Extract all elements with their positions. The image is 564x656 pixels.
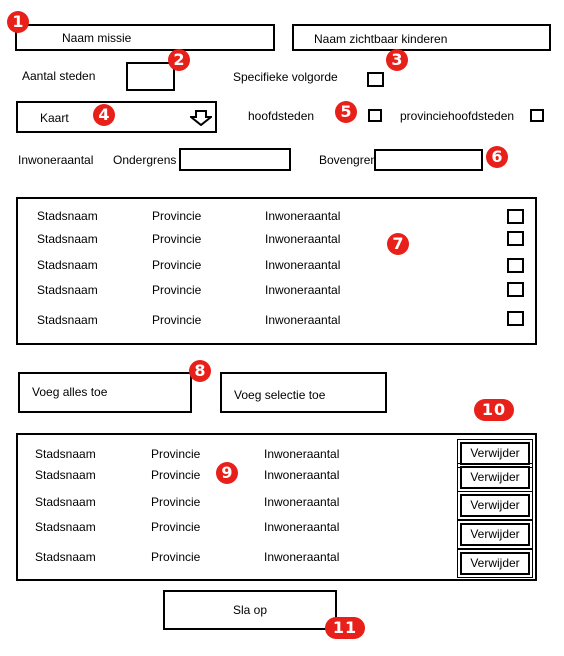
city-name: Stadsnaam bbox=[35, 468, 96, 482]
city-name: Stadsnaam bbox=[35, 447, 96, 461]
annotation-badge: 3 bbox=[386, 49, 408, 71]
mission-name-label: Naam missie bbox=[62, 31, 132, 45]
city-select-checkbox[interactable] bbox=[507, 209, 524, 224]
save-label: Sla op bbox=[232, 603, 268, 617]
remove-button[interactable]: Verwijder bbox=[457, 439, 533, 468]
city-province: Provincie bbox=[152, 313, 202, 327]
list-item[interactable]: Stadsnaam Provincie Inwoneraantal bbox=[18, 282, 535, 299]
city-province: Provincie bbox=[152, 283, 202, 297]
map-select[interactable]: Kaart bbox=[16, 101, 217, 133]
annotation-badge: 6 bbox=[486, 146, 508, 168]
list-item[interactable]: Stadsnaam Provincie Inwoneraantal Verwij… bbox=[18, 439, 535, 468]
city-count-label: Aantal steden bbox=[22, 69, 96, 83]
list-item[interactable]: Stadsnaam Provincie Inwoneraantal bbox=[18, 231, 535, 248]
city-name: Stadsnaam bbox=[37, 209, 98, 223]
annotation-badge: 2 bbox=[168, 49, 190, 71]
provincial-capitals-label: provinciehoofdsteden bbox=[400, 109, 515, 123]
city-population: Inwoneraantal bbox=[264, 468, 340, 482]
city-population: Inwoneraantal bbox=[264, 495, 340, 509]
city-population: Inwoneraantal bbox=[265, 209, 341, 223]
city-province: Provincie bbox=[151, 550, 201, 564]
add-selection-button[interactable]: Voeg selectie toe bbox=[220, 372, 387, 413]
city-select-checkbox[interactable] bbox=[507, 311, 524, 326]
city-count-input[interactable] bbox=[126, 62, 175, 91]
add-all-label: Voeg alles toe bbox=[32, 385, 108, 399]
available-cities-list[interactable]: Stadsnaam Provincie Inwoneraantal Stadsn… bbox=[16, 197, 537, 345]
list-item[interactable]: Stadsnaam Provincie Inwoneraantal bbox=[18, 258, 535, 274]
map-select-value: Kaart bbox=[40, 111, 69, 125]
city-name: Stadsnaam bbox=[35, 550, 96, 564]
city-province: Provincie bbox=[151, 468, 201, 482]
city-population: Inwoneraantal bbox=[264, 520, 340, 534]
add-selection-label: Voeg selectie toe bbox=[234, 388, 326, 402]
list-item[interactable]: Stadsnaam Provincie Inwoneraantal Verwij… bbox=[18, 463, 535, 492]
save-button[interactable]: Sla op bbox=[163, 590, 337, 630]
annotation-badge: 10 bbox=[474, 399, 514, 421]
city-province: Provincie bbox=[151, 520, 201, 534]
annotation-badge: 1 bbox=[7, 11, 29, 33]
city-name: Stadsnaam bbox=[37, 232, 98, 246]
arrow-down-icon bbox=[190, 110, 212, 126]
city-name: Stadsnaam bbox=[37, 258, 98, 272]
lower-bound-input[interactable] bbox=[179, 148, 291, 171]
provincial-capitals-checkbox[interactable] bbox=[530, 109, 544, 122]
lower-bound-label: Ondergrens bbox=[113, 153, 177, 167]
city-province: Provincie bbox=[152, 258, 202, 272]
city-name: Stadsnaam bbox=[35, 495, 96, 509]
remove-button[interactable]: Verwijder bbox=[457, 491, 533, 520]
list-item[interactable]: Stadsnaam Provincie Inwoneraantal Verwij… bbox=[18, 520, 535, 549]
annotation-badge: 8 bbox=[189, 360, 211, 382]
specific-order-checkbox[interactable] bbox=[367, 72, 384, 87]
visible-name-label: Naam zichtbaar kinderen bbox=[314, 32, 448, 46]
selected-cities-list[interactable]: Stadsnaam Provincie Inwoneraantal Verwij… bbox=[16, 433, 537, 581]
capitals-checkbox[interactable] bbox=[368, 109, 382, 122]
remove-button[interactable]: Verwijder bbox=[457, 549, 533, 578]
remove-button[interactable]: Verwijder bbox=[457, 463, 533, 492]
city-population: Inwoneraantal bbox=[265, 313, 341, 327]
city-name: Stadsnaam bbox=[35, 520, 96, 534]
list-item[interactable]: Stadsnaam Provincie Inwoneraantal Verwij… bbox=[18, 491, 535, 520]
city-population: Inwoneraantal bbox=[265, 283, 341, 297]
city-population: Inwoneraantal bbox=[265, 232, 341, 246]
annotation-badge: 4 bbox=[93, 104, 115, 126]
city-population: Inwoneraantal bbox=[264, 447, 340, 461]
city-province: Provincie bbox=[152, 232, 202, 246]
city-select-checkbox[interactable] bbox=[507, 282, 524, 297]
annotation-badge: 5 bbox=[335, 101, 357, 123]
upper-bound-label: Bovengrens bbox=[319, 153, 384, 167]
annotation-badge: 9 bbox=[216, 462, 238, 484]
population-label: Inwoneraantal bbox=[18, 153, 94, 167]
city-select-checkbox[interactable] bbox=[507, 231, 524, 246]
list-item[interactable]: Stadsnaam Provincie Inwoneraantal bbox=[18, 311, 535, 329]
specific-order-label: Specifieke volgorde bbox=[233, 70, 338, 84]
list-item[interactable]: Stadsnaam Provincie Inwoneraantal Verwij… bbox=[18, 549, 535, 578]
city-population: Inwoneraantal bbox=[264, 550, 340, 564]
city-name: Stadsnaam bbox=[37, 283, 98, 297]
remove-button[interactable]: Verwijder bbox=[457, 520, 533, 549]
city-province: Provincie bbox=[152, 209, 202, 223]
visible-name-field[interactable]: Naam zichtbaar kinderen bbox=[292, 24, 551, 51]
city-province: Provincie bbox=[151, 447, 201, 461]
annotation-badge: 11 bbox=[325, 617, 365, 639]
list-item[interactable]: Stadsnaam Provincie Inwoneraantal bbox=[18, 209, 535, 225]
city-name: Stadsnaam bbox=[37, 313, 98, 327]
city-select-checkbox[interactable] bbox=[507, 258, 524, 273]
upper-bound-input[interactable] bbox=[374, 149, 483, 171]
city-population: Inwoneraantal bbox=[265, 258, 341, 272]
mission-name-field[interactable]: Naam missie bbox=[15, 24, 275, 51]
add-all-button[interactable]: Voeg alles toe bbox=[18, 372, 192, 413]
annotation-badge: 7 bbox=[387, 233, 409, 255]
capitals-label: hoofdsteden bbox=[248, 109, 315, 123]
city-province: Provincie bbox=[151, 495, 201, 509]
